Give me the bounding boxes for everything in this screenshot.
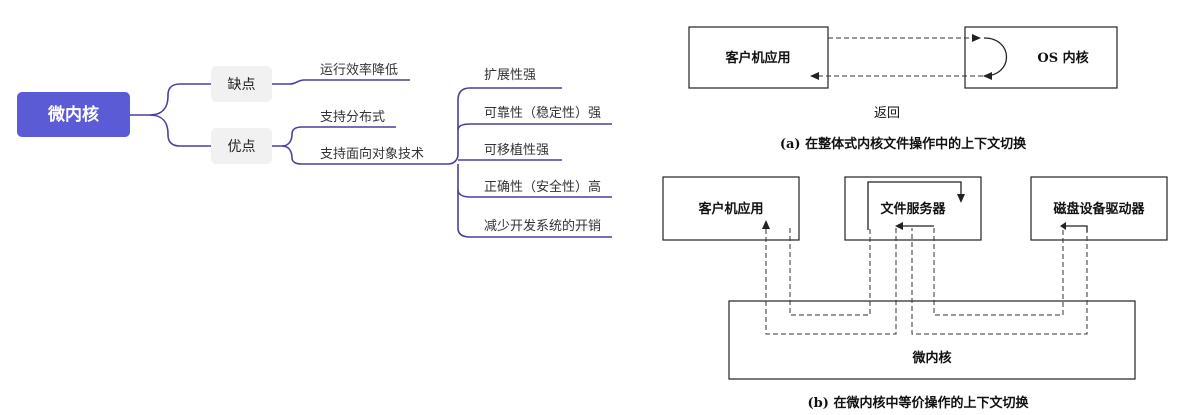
advantage-sub-item-4: 减少开发系统的开销 (484, 218, 601, 234)
fig-b-message-paths (762, 220, 1088, 335)
fig-b-fs-internal-head (957, 194, 965, 203)
fig-b-disk-driver-box (1030, 176, 1168, 241)
fig-b-kernel-label: 微内核 (911, 350, 951, 366)
fig-b-client-label: 客户机应用 (698, 201, 763, 217)
fig-a-os-label: OS 内核 (1037, 50, 1088, 66)
fig-b-disk-internal-path (1063, 225, 1088, 232)
figure-a-monolithic: 客户机应用 OS 内核 返回 (a) 在整体式内核文件操作中的上下文切换 (688, 26, 1118, 152)
advantage-sub-item-3: 正确性（安全性）高 (484, 179, 601, 195)
connector-sub-2 (457, 123, 612, 131)
fig-b-caption: (b) 在微内核中等价操作的上下文切换 (808, 395, 1030, 411)
advantage-item-0: 支持分布式 (320, 110, 385, 125)
advantage-item-1: 支持面向对象技术 (320, 146, 424, 162)
fig-b-fs-return-head (895, 222, 903, 230)
root-label: 微内核 (47, 104, 99, 125)
mindmap-connectors (130, 79, 612, 238)
advantage-sub-item-0: 扩展性强 (484, 68, 536, 83)
fig-a-call-arrowhead (972, 34, 981, 42)
fig-a-return-label: 返回 (874, 106, 900, 121)
fig-a-return-arrowhead (810, 72, 819, 80)
mindmap: 微内核 缺点 运行效率降低 优点 支持分布式 支持面向对象技术 扩展性强 可靠性… (17, 62, 612, 238)
fig-b-path-fs-to-client (765, 226, 897, 335)
fig-b-return-arrowhead (762, 220, 770, 229)
fig-b-file-server-label: 文件服务器 (880, 201, 946, 217)
connector-adv-item-2 (281, 145, 436, 165)
fig-b-client-box (662, 176, 800, 241)
mindmap-root-node: 微内核 (17, 92, 130, 137)
fig-b-path-fs-to-disk (933, 228, 1064, 316)
fig-b-disk-internal-head (1060, 222, 1066, 230)
connector-adv-item-1 (272, 126, 396, 147)
fig-a-turnaround (983, 37, 1008, 77)
disadvantage-label: 缺点 (228, 77, 256, 93)
connector-sub-5 (457, 190, 612, 238)
fig-b-kernel-box (728, 300, 1136, 380)
fig-a-client-label: 客户机应用 (725, 50, 790, 66)
fig-a-caption: (a) 在整体式内核文件操作中的上下文切换 (780, 136, 1027, 152)
connector-root-disadvantage (130, 83, 211, 116)
fig-a-client-box (688, 26, 829, 89)
connector-sub-1 (457, 87, 562, 154)
fig-a-turnaround-head (983, 72, 992, 80)
fig-b-path-disk-to-fs (911, 228, 1088, 335)
advantage-sub-item-2: 可移植性强 (484, 143, 549, 158)
advantage-sub-item-1: 可靠性（稳定性）强 (484, 105, 601, 121)
disadvantage-item-0: 运行效率降低 (320, 62, 398, 78)
connector-root-advantage (149, 114, 211, 147)
mindmap-node-advantage: 优点 (211, 128, 272, 164)
fig-b-fs-internal-path (867, 181, 962, 230)
advantage-label: 优点 (228, 139, 256, 155)
fig-a-os-box (964, 26, 1118, 89)
fig-b-file-server-box (844, 176, 982, 241)
figure-b-microkernel: 客户机应用 文件服务器 磁盘设备驱动器 微内核 (b) 在微内核中等价操作的上下… (662, 176, 1168, 411)
mindmap-node-disadvantage: 缺点 (211, 66, 272, 102)
connector-disadv-item (272, 79, 410, 85)
connector-oo-trunk (436, 153, 459, 165)
fig-b-disk-driver-label: 磁盘设备驱动器 (1053, 201, 1145, 217)
fig-b-path-client-to-fs (789, 228, 871, 316)
